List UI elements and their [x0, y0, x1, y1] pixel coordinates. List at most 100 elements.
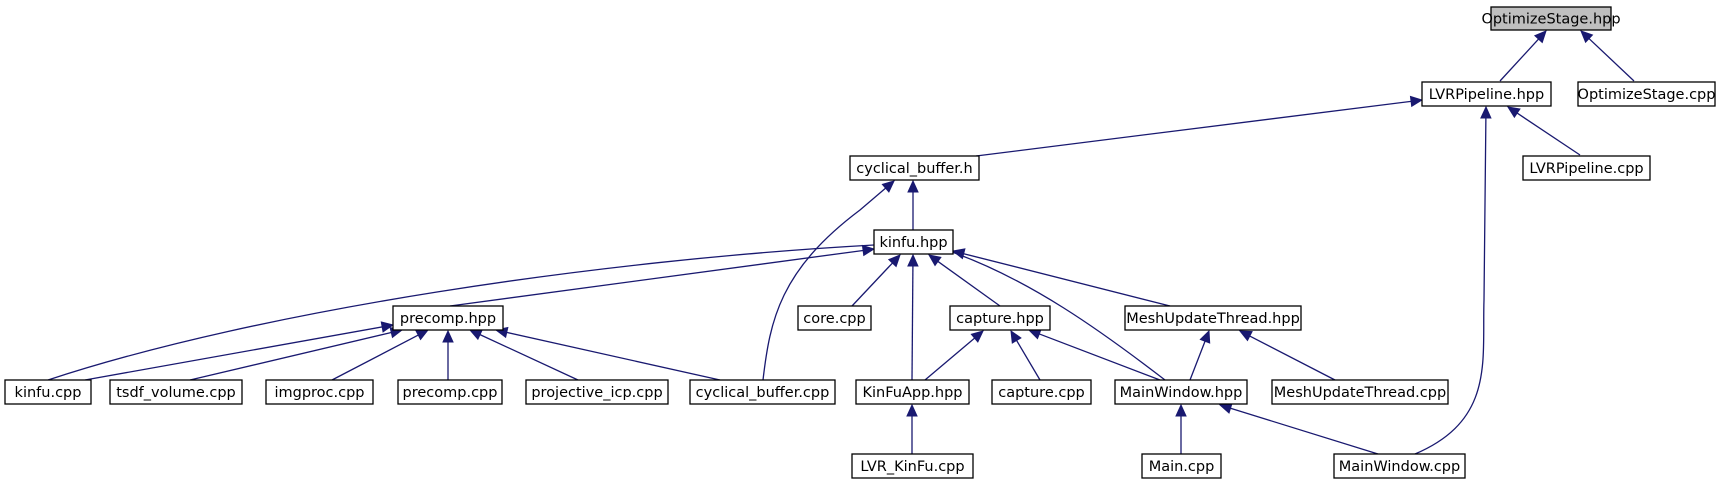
edge-line	[762, 187, 887, 381]
edge-precomp-hpp-to-kinfu-hpp	[449, 244, 876, 307]
arrowhead-icon	[907, 179, 919, 193]
edge-line	[47, 244, 875, 381]
edge-meshupdatethread-cpp-to-meshupdatethread-hpp	[1238, 330, 1336, 381]
edge-mainwindow-hpp-to-capture-hpp	[1027, 328, 1161, 381]
node-projective-icp-cpp[interactable]: projective_icp.cpp	[525, 379, 669, 405]
edge-lvr-kinfu-cpp-to-kinfuapp-hpp	[906, 403, 918, 454]
node-label: capture.cpp	[998, 385, 1085, 401]
node-lvr-kinfu-cpp[interactable]: LVR_KinFu.cpp	[851, 453, 974, 479]
node-capture-hpp[interactable]: capture.hpp	[949, 305, 1051, 331]
node-box	[1577, 81, 1716, 107]
node-main-cpp[interactable]: Main.cpp	[1141, 453, 1222, 479]
node-label: capture.hpp	[956, 311, 1044, 327]
arrowhead-icon	[887, 254, 901, 268]
arrowhead-icon	[1010, 329, 1022, 344]
edges-layer	[47, 30, 1635, 455]
edge-cyclical-buffer-cpp-to-cyclical-buffer-h	[762, 180, 895, 381]
edge-core-cpp-to-kinfu-hpp	[851, 254, 901, 307]
edge-line	[924, 337, 976, 381]
arrowhead-icon	[1409, 95, 1424, 108]
edge-imgproc-cpp-to-precomp-hpp	[331, 329, 430, 381]
edge-kinfuapp-hpp-to-kinfu-hpp	[907, 253, 919, 381]
node-kinfu-cpp[interactable]: kinfu.cpp	[4, 379, 92, 405]
edge-precomp-cpp-to-precomp-hpp	[442, 329, 454, 380]
node-mainwindow-cpp[interactable]: MainWindow.cpp	[1333, 453, 1466, 479]
node-core-cpp[interactable]: core.cpp	[797, 305, 872, 331]
arrowhead-icon	[380, 321, 395, 333]
edge-projective-icp-cpp-to-precomp-hpp	[468, 329, 579, 381]
edge-tsdf-volume-cpp-to-precomp-hpp	[189, 327, 404, 381]
node-box	[1124, 305, 1302, 331]
node-label: OptimizeStage.cpp	[1578, 87, 1716, 103]
arrowhead-icon	[1027, 328, 1042, 340]
edge-kinfuapp-hpp-to-capture-hpp	[924, 330, 984, 381]
edge-line	[911, 265, 914, 381]
arrowhead-icon	[1533, 30, 1547, 44]
node-box	[851, 453, 974, 479]
edge-meshupdatethread-hpp-to-kinfu-hpp	[951, 248, 1171, 307]
node-imgproc-cpp[interactable]: imgproc.cpp	[265, 379, 374, 405]
arrowhead-icon	[951, 248, 966, 260]
node-mainwindow-hpp[interactable]: MainWindow.hpp	[1114, 379, 1248, 405]
edge-kinfu-cpp-to-precomp-hpp	[84, 321, 395, 381]
edge-main-cpp-to-mainwindow-hpp	[1175, 403, 1187, 454]
node-label: LVR_KinFu.cpp	[860, 459, 964, 475]
node-lvrpipeline-hpp[interactable]: LVRPipeline.hpp	[1421, 81, 1552, 107]
node-box	[1141, 453, 1222, 479]
edge-line	[331, 334, 419, 381]
edge-line	[1516, 112, 1581, 156]
node-box	[1522, 155, 1651, 181]
node-box	[1271, 379, 1449, 405]
edge-line	[1230, 407, 1379, 455]
arrowhead-icon	[881, 180, 895, 193]
edge-line	[189, 331, 392, 381]
edge-mainwindow-cpp-to-lvrpipeline-hpp	[1414, 105, 1492, 455]
edge-kinfu-hpp-to-cyclical-buffer-h	[907, 179, 919, 230]
arrowhead-icon	[1580, 30, 1594, 44]
node-label: cyclical_buffer.h	[856, 161, 972, 177]
node-label: core.cpp	[803, 311, 865, 327]
edge-line	[951, 251, 1166, 381]
node-box	[689, 379, 836, 405]
node-label: OptimizeStage.hpp	[1481, 12, 1620, 28]
node-precomp-hpp[interactable]: precomp.hpp	[392, 305, 504, 331]
node-kinfuapp-hpp[interactable]: KinFuApp.hpp	[855, 379, 970, 405]
node-label: MainWindow.cpp	[1339, 459, 1460, 475]
node-meshupdatethread-cpp[interactable]: MeshUpdateThread.cpp	[1271, 379, 1449, 405]
node-box	[525, 379, 669, 405]
node-cyclical-buffer-h[interactable]: cyclical_buffer.h	[849, 155, 980, 181]
arrowhead-icon	[442, 329, 454, 343]
node-box	[1490, 6, 1612, 31]
arrowhead-icon	[928, 254, 942, 267]
edge-line	[506, 331, 721, 381]
edge-line	[84, 326, 383, 381]
edge-lvrpipeline-cpp-to-lvrpipeline-hpp	[1506, 106, 1581, 156]
node-meshupdatethread-hpp[interactable]: MeshUpdateThread.hpp	[1124, 305, 1302, 331]
edge-line	[963, 253, 1171, 307]
arrowhead-icon	[1238, 330, 1253, 342]
node-tsdf-volume-cpp[interactable]: tsdf_volume.cpp	[109, 379, 243, 405]
node-box	[397, 379, 503, 405]
node-precomp-cpp[interactable]: precomp.cpp	[397, 379, 503, 405]
arrowhead-icon	[1175, 403, 1187, 417]
node-label: projective_icp.cpp	[531, 385, 662, 401]
node-box	[265, 379, 374, 405]
edge-line	[1414, 117, 1487, 455]
node-capture-cpp[interactable]: capture.cpp	[991, 379, 1092, 405]
node-kinfu-hpp[interactable]: kinfu.hpp	[873, 229, 954, 255]
edge-capture-hpp-to-kinfu-hpp	[928, 254, 1001, 307]
node-box	[1333, 453, 1466, 479]
arrowhead-icon	[906, 403, 918, 417]
edge-mainwindow-hpp-to-meshupdatethread-hpp	[1189, 329, 1211, 381]
node-lvrpipeline-cpp[interactable]: LVRPipeline.cpp	[1522, 155, 1651, 181]
node-optimize-stage-cpp[interactable]: OptimizeStage.cpp	[1577, 81, 1716, 107]
edge-line	[851, 262, 893, 307]
edge-cyclical-buffer-h-to-lvrpipeline-hpp	[975, 95, 1424, 157]
node-label: LVRPipeline.hpp	[1429, 87, 1544, 103]
node-label: precomp.cpp	[403, 385, 498, 401]
node-label: Main.cpp	[1149, 459, 1215, 475]
node-box	[855, 379, 970, 405]
node-cyclical-buffer-cpp[interactable]: cyclical_buffer.cpp	[689, 379, 836, 405]
node-box	[1421, 81, 1552, 107]
edge-line	[1249, 335, 1336, 381]
